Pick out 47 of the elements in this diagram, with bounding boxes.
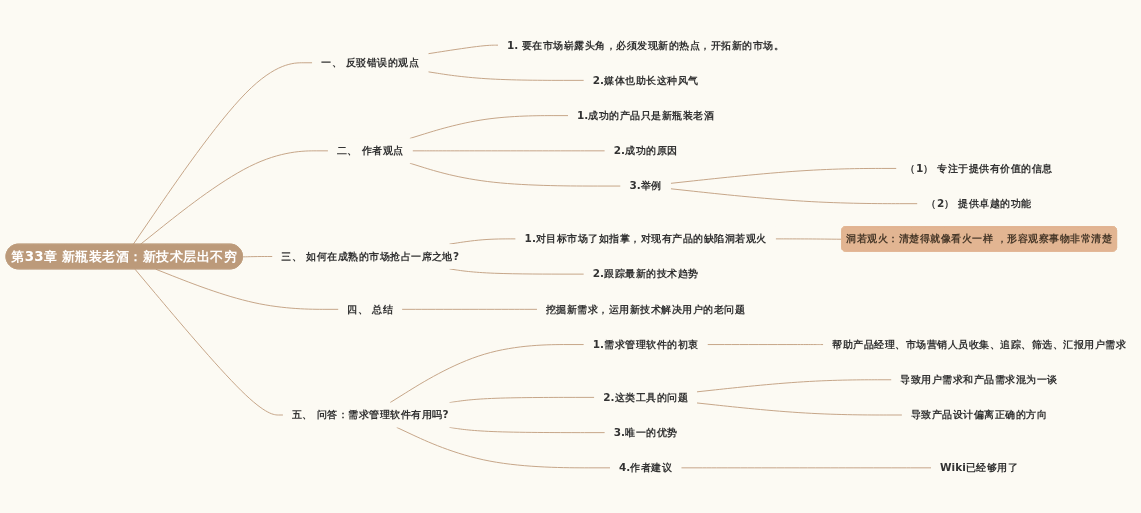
connector: [155, 268, 339, 310]
connector: [448, 268, 585, 275]
connector: [409, 115, 569, 139]
node-text: 2.媒体也助长这种风气: [592, 74, 699, 87]
connector: [670, 167, 897, 184]
node-text: （2） 提供卓越的功能: [926, 197, 1032, 210]
node-text: 一、 反驳错误的观点: [321, 56, 420, 69]
connector: [670, 188, 918, 205]
connector: [696, 379, 892, 393]
node-text: 导致产品设计偏离正确的方向: [910, 408, 1048, 421]
node-text: 3.举例: [629, 179, 662, 192]
node-text: 4.作者建议: [619, 461, 673, 474]
connector: [242, 256, 273, 258]
connector: [412, 150, 606, 152]
node-text: 1.对目标市场了如指掌，对现有产品的缺陷洞若观火: [524, 232, 767, 245]
node-text: Wiki已经够用了: [940, 461, 1019, 474]
connector: [775, 238, 843, 240]
connector: [707, 344, 824, 346]
node-text: 1.需求管理软件的初衷: [592, 338, 699, 351]
node-text: 三、 如何在成熟的市场抢占一席之地?: [281, 250, 460, 263]
connector: [696, 402, 903, 416]
node-text: 二、 作者观点: [336, 144, 404, 157]
connector: [139, 150, 329, 245]
connector: [134, 268, 284, 416]
node-text: 2.这类工具的问题: [603, 391, 689, 404]
node-text: 挖掘新需求，运用新技术解决用户的老问题: [545, 302, 746, 315]
connector: [409, 162, 621, 187]
connector: [427, 71, 585, 81]
node-text: 1. 要在市场崭露头角，必须发现新的热点，开拓新的市场。: [507, 38, 785, 51]
connector: [401, 308, 538, 310]
connector: [132, 62, 313, 245]
node-text: 帮助产品经理、市场营销人员收集、追踪、筛选、汇报用户需求: [832, 338, 1127, 351]
connector: [448, 238, 517, 245]
node-text: （1） 专注于提供有价值的信息: [905, 162, 1053, 175]
connector: [427, 44, 499, 55]
connector: [448, 426, 606, 434]
connector: [389, 344, 585, 404]
node-text: 导致用户需求和产品需求混为一谈: [900, 373, 1058, 386]
node-text: 2.跟踪最新的技术趋势: [592, 267, 699, 280]
node-text: 四、 总结: [347, 302, 394, 315]
connector: [448, 396, 595, 404]
node-text: 3.唯一的优势: [613, 426, 678, 439]
connector: [396, 426, 611, 469]
connector: [680, 467, 932, 469]
node-text: 1.成功的产品只是新瓶装老酒: [577, 109, 715, 122]
node-text: 2.成功的原因: [613, 144, 678, 157]
node-text: 五、 问答：需求管理软件有用吗?: [291, 408, 449, 421]
